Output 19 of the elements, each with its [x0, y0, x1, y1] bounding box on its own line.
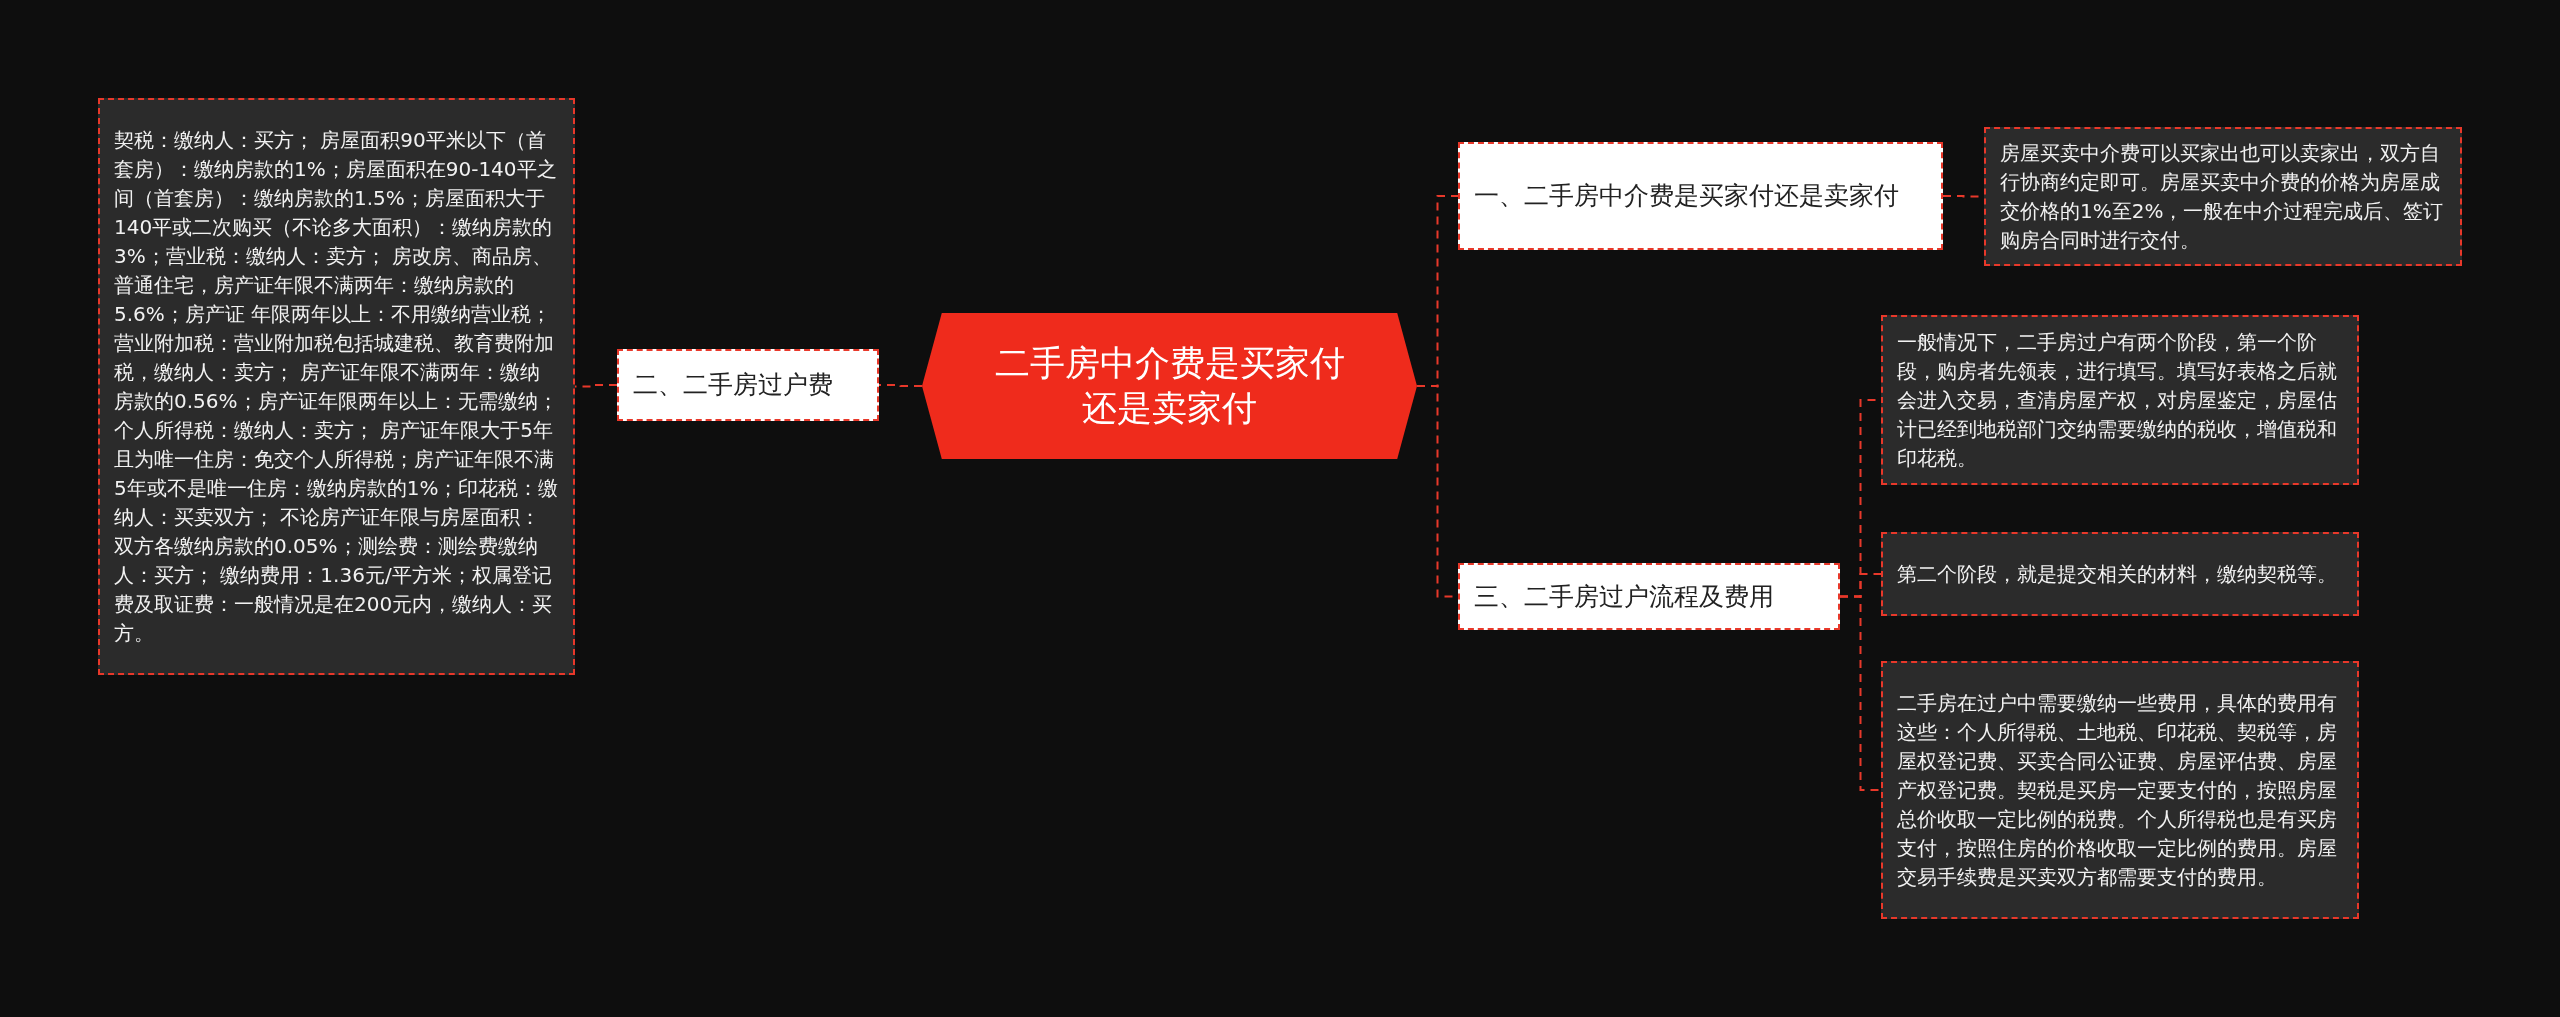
connector-line	[878, 384, 923, 387]
topic-title: 二手房中介费是买家付还是卖家付	[993, 341, 1346, 430]
note-box	[1984, 127, 2462, 266]
note-text: 契税：缴纳人：买方； 房屋面积90平米以下（首套房）：缴纳房款的1%；房屋面积在90-140平之间（首套房）：缴纳房款的1.5%；房屋面积大于140平或二次购买（不论多大面积）：缴纳房款的3%；营业税：缴纳人：卖方； 房改房、商品房、普通住宅，房产证年限不满两年：缴纳房款的5.6%；房产证 年限两年以上：不用缴纳营业税；营业附加税：营业附加税包括城建税、教育费附加税，缴纳人：卖方； 房产证年限不满两年：缴纳房款的0.56%；房产证年限两年以上：无需缴纳；个人所得税：缴纳人：卖方； 房产证年限大于5年且为唯一住房：免交个人所得税；房产证年限不满5年或不是唯一住房：缴纳房款的1%；印花税：缴纳人：买卖双方； 不论房产证年限与房屋面积：双方各缴纳房款的0.05%；测绘费：测绘费缴纳人：买方； 缴纳费用：1.36元/平方米；权属登记费及取证费：一般情况是在200元内，缴纳人：买方。	[114, 126, 559, 647]
note-text: 第二个阶段，就是提交相关的材料，缴纳契税等。	[1897, 560, 2337, 588]
note-text: 二手房在过户中需要缴纳一些费用，具体的费用有这些：个人所得税、土地税、印花税、契税等，房屋权登记费、买卖合同公证费、房屋评估费、房屋产权登记费。契税是买房一定要支付的，按照房屋总价收取一定比例的税费。个人所得税也是有买房支付，按照住房的价格收取一定比例的费用。房屋交易手续费是买卖双方都需要支付的费用。	[1897, 689, 2338, 891]
note-box	[98, 98, 575, 675]
note-box	[1881, 661, 2359, 919]
connector-line	[1839, 595, 1882, 791]
branch-title: 三、二手房过户流程及费用	[1474, 580, 1774, 613]
branch-box	[1458, 142, 1943, 250]
branch-title: 二、二手房过户费	[633, 369, 833, 402]
note-text: 一般情况下，二手房过户有两个阶段，第一个阶段，购房者先领表，进行填写。填写好表格之后就会进入交易，查清房屋产权，对房屋鉴定，房屋估计已经到地税部门交纳需要缴纳的税收，增值税和印花税。	[1897, 328, 2338, 472]
note-box	[1881, 532, 2359, 616]
note-box	[1881, 315, 2359, 485]
branch-box	[617, 349, 879, 421]
branch-title: 一、二手房中介费是买家付还是卖家付	[1474, 180, 1899, 213]
branch-box	[1458, 563, 1840, 630]
note-text: 房屋买卖中介费可以买家出也可以卖家出，双方自行协商约定即可。房屋买卖中介费的价格为房屋成交价格的1%至2%，一般在中介过程完成后、签订购房合同时进行交付。	[2000, 139, 2445, 254]
